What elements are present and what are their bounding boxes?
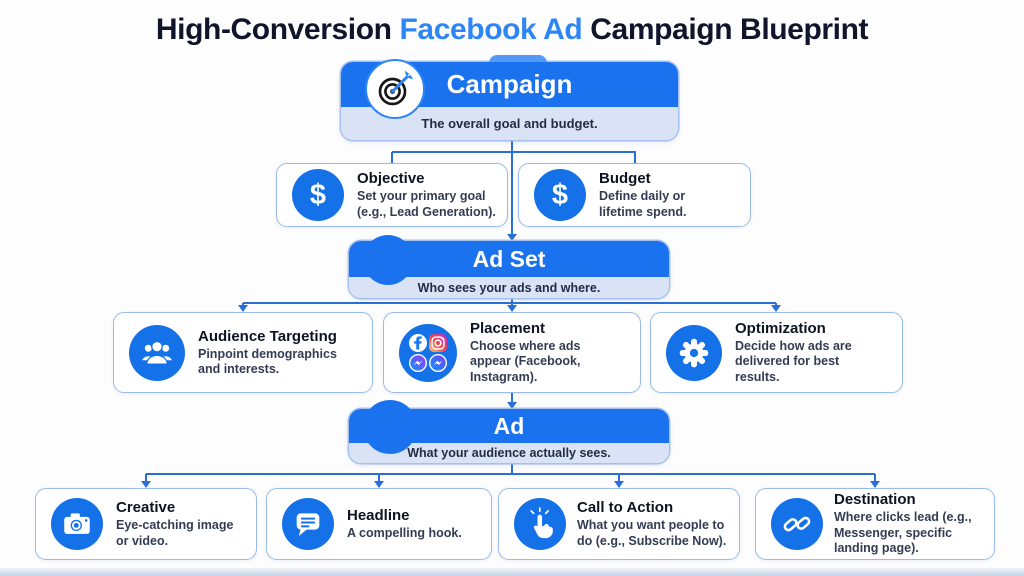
ad-section: Ad What your audience actually sees. (349, 400, 669, 463)
link-icon (771, 498, 823, 550)
social-platforms-icon (399, 323, 457, 382)
connector-line (391, 152, 393, 164)
card-title: Headline (347, 506, 410, 524)
arrow-down-icon (238, 305, 248, 312)
campaign-section: Campaign The overall goal and budget. (341, 55, 678, 140)
target-icon (365, 59, 425, 119)
card-title: Audience Targeting (198, 327, 337, 345)
card-title: Destination (834, 491, 916, 509)
ad-header-band: Ad (349, 409, 669, 443)
connector-line (874, 474, 876, 482)
campaign-header-band: Campaign (341, 59, 678, 119)
audience-targeting-card: Audience Targeting Pinpoint demographics… (113, 312, 373, 393)
connector-line (511, 140, 513, 152)
card-title: Creative (116, 499, 176, 516)
messenger-icon (429, 353, 447, 372)
arrow-down-icon (870, 481, 880, 488)
section-subtitle: What your audience actually sees. (349, 443, 669, 463)
connector-line (392, 151, 636, 153)
title-highlight: Facebook Ad (399, 13, 583, 46)
connector-line (634, 152, 636, 164)
connector-line (511, 152, 513, 234)
card-title: Placement (470, 319, 546, 337)
card-desc: Define daily or lifetime spend. (599, 189, 687, 219)
card-desc: Pinpoint demographics and interests. (198, 346, 337, 377)
optimization-card: Optimization Decide how ads are delivere… (650, 312, 903, 393)
dollar-glyph: $ (309, 178, 327, 211)
arrow-down-icon (507, 305, 517, 312)
arrow-down-icon (507, 234, 517, 241)
section-label: Campaign (446, 69, 573, 99)
call-to-action-card: Call to Action What you want people to d… (498, 488, 740, 560)
adset-section: Ad Set Who sees your ads and where. (349, 235, 669, 298)
messenger-icon (409, 353, 427, 372)
connector-line (145, 474, 147, 482)
objective-card: $ Objective Set your primary goal (e.g.,… (276, 163, 508, 227)
connector-line (618, 474, 620, 482)
card-desc: Where clicks lead (e.g., Messenger, spec… (834, 510, 972, 556)
adset-header-band: Ad Set (349, 241, 669, 277)
chat-icon (282, 498, 334, 550)
page-title: High-Conversion Facebook Ad Campaign Blu… (0, 13, 1024, 47)
card-desc: Eye-catching image or video. (116, 518, 234, 548)
budget-card: $ Budget Define daily or lifetime spend. (518, 163, 751, 227)
dollar-icon: $ (534, 169, 586, 221)
dollar-icon: $ (292, 169, 344, 221)
arrow-down-icon (614, 481, 624, 488)
click-icon (514, 498, 566, 550)
instagram-icon (429, 333, 447, 352)
connector-line (243, 302, 776, 304)
title-part2: Campaign Blueprint (582, 13, 869, 46)
headline-card: Headline A compelling hook. (266, 488, 492, 560)
gear-icon (666, 324, 722, 381)
arrow-down-icon (141, 481, 151, 488)
card-desc: Set your primary goal (e.g., Lead Genera… (357, 189, 496, 219)
connector-line (511, 463, 513, 474)
card-title: Optimization (735, 319, 826, 337)
card-desc: A compelling hook. (347, 525, 462, 540)
bottom-strip-decoration (0, 568, 1024, 576)
section-label: Ad Set (472, 245, 546, 272)
creative-card: Creative Eye-catching image or video. (35, 488, 257, 560)
connector-line (378, 474, 380, 482)
section-subtitle: Who sees your ads and where. (349, 277, 669, 298)
placement-card: Placement Choose where ads appear (Faceb… (383, 312, 641, 393)
card-title: Objective (357, 170, 425, 187)
arrow-down-icon (771, 305, 781, 312)
camera-icon (51, 498, 103, 550)
section-label: Ad (493, 412, 525, 439)
connector-line (146, 473, 875, 475)
card-desc: What you want people to do (e.g., Subscr… (577, 518, 727, 548)
card-desc: Choose where ads appear (Facebook, Insta… (470, 338, 581, 384)
connector-line (511, 393, 513, 403)
card-title: Budget (599, 170, 651, 187)
arrow-down-icon (374, 481, 384, 488)
connector-line (511, 298, 513, 304)
title-part1: High-Conversion (155, 13, 400, 46)
dollar-glyph: $ (551, 178, 569, 211)
arrow-down-icon (507, 402, 517, 409)
people-icon (129, 324, 185, 381)
card-desc: Decide how ads are delivered for best re… (735, 338, 852, 384)
facebook-icon (409, 333, 427, 352)
destination-card: Destination Where clicks lead (e.g., Mes… (755, 488, 995, 560)
card-title: Call to Action (577, 499, 674, 516)
